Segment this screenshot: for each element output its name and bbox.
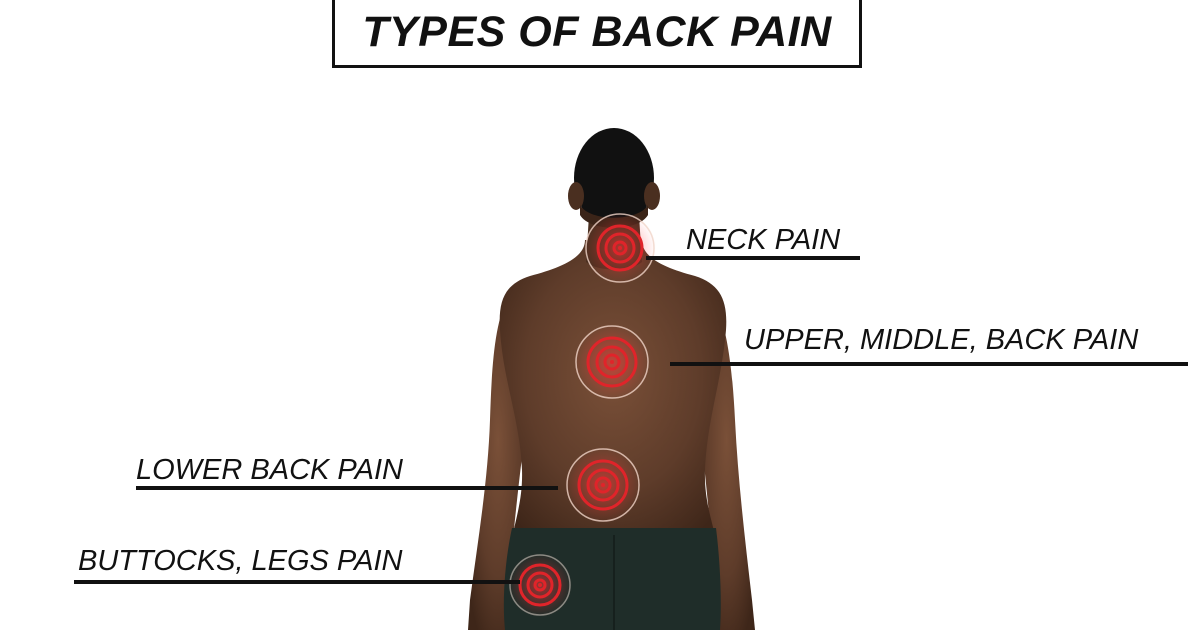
- leader-line-buttocks-legs: [74, 580, 520, 584]
- page-title: TYPES OF BACK PAIN: [362, 8, 832, 56]
- lower-back-pain-target: [565, 447, 641, 523]
- leader-line-upper-middle: [670, 362, 1188, 366]
- label-buttocks-legs-pain: BUTTOCKS, LEGS PAIN: [78, 545, 403, 577]
- label-neck-pain: NECK PAIN: [686, 224, 841, 256]
- right-ear: [644, 182, 660, 210]
- head-hair: [574, 128, 654, 228]
- neck-pain-target: [584, 212, 656, 284]
- title-box: TYPES OF BACK PAIN: [332, 0, 862, 68]
- label-upper-middle-back-pain: UPPER, MIDDLE, BACK PAIN: [744, 324, 1139, 356]
- leader-line-lower: [136, 486, 558, 490]
- left-ear: [568, 182, 584, 210]
- upper-back-pain-target: [574, 324, 650, 400]
- buttocks-legs-pain-target: [508, 553, 572, 617]
- leader-line-neck: [646, 256, 860, 260]
- label-lower-back-pain: LOWER BACK PAIN: [136, 454, 403, 486]
